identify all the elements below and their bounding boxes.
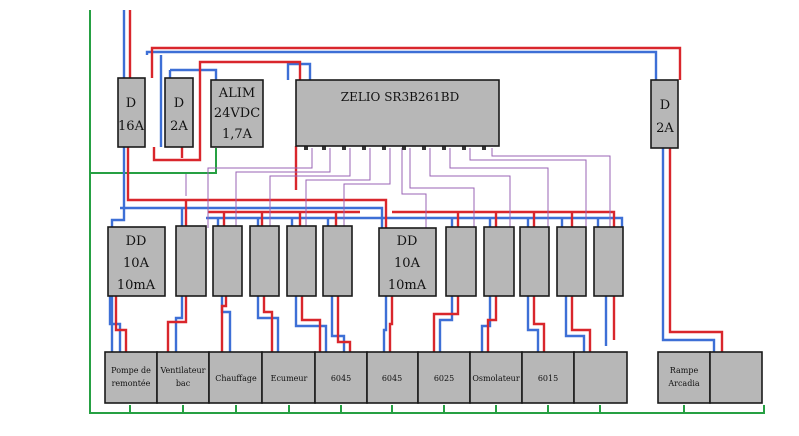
breaker-d16a: D 16A	[117, 77, 146, 148]
load-11-line1: Rampe	[670, 366, 699, 375]
relay-dd-left-line3: 10mA	[117, 278, 156, 293]
load-6: 6045	[366, 351, 419, 404]
load-11: Rampe Arcadia	[657, 351, 711, 404]
load-8: Osmolateur	[469, 351, 523, 404]
breaker-d2a-right-line1: D	[660, 98, 670, 113]
relay	[593, 226, 624, 297]
relay-dd-left: DD 10A 10mA	[107, 226, 166, 297]
relay	[322, 225, 353, 297]
relay-dd-left-line2: 10A	[123, 256, 150, 271]
load-4-line1: Ecumeur	[271, 374, 308, 383]
alim-line1: ALIM	[218, 86, 255, 101]
relay-group-right	[445, 226, 624, 297]
relay-dd-left-line1: DD	[126, 234, 147, 249]
breaker-d2a-left-line2: 2A	[170, 119, 188, 134]
control-wires	[185, 148, 611, 228]
breaker-d16a-line2: 16A	[118, 119, 145, 134]
load-1: Pompe de remontée	[104, 351, 158, 404]
load-12	[709, 351, 763, 404]
load-row: Pompe de remontée Ventilateur bac Chauff…	[104, 351, 763, 404]
load-2-line1: Ventilateur	[160, 366, 206, 375]
relay	[212, 225, 243, 297]
zelio-label: ZELIO SR3B261BD	[341, 90, 460, 104]
relay-dd-right-line1: DD	[397, 234, 418, 249]
breaker-d16a-line1: D	[126, 96, 136, 111]
zelio-terminals	[304, 145, 486, 150]
phase-wires	[114, 10, 724, 352]
load-3-line1: Chauffage	[215, 374, 257, 383]
relay	[286, 225, 317, 297]
load-8-line1: Osmolateur	[472, 374, 519, 383]
relay	[175, 225, 207, 297]
load-5-line1: 6045	[331, 374, 351, 383]
load-1-line2: remontée	[112, 379, 151, 388]
load-5: 6045	[314, 351, 368, 404]
neutral-wires	[108, 10, 716, 352]
alim-line2: 24VDC	[214, 106, 260, 121]
relay	[445, 226, 477, 297]
load-1-line1: Pompe de	[111, 366, 151, 375]
zelio-controller: ZELIO SR3B261BD	[295, 79, 500, 147]
breaker-d2a-right: D 2A	[650, 79, 679, 149]
load-9: 6015	[521, 351, 575, 404]
earth-wires	[89, 10, 765, 414]
breaker-d2a-left-line1: D	[174, 96, 184, 111]
relay	[249, 225, 280, 297]
relay-dd-right-line2: 10A	[394, 256, 421, 271]
load-3: Chauffage	[208, 351, 263, 404]
relay	[519, 226, 550, 297]
load-6-line1: 6045	[382, 374, 402, 383]
load-7-line1: 6025	[434, 374, 454, 383]
breaker-d2a-left: D 2A	[164, 77, 194, 148]
relay-dd-right-line3: 10mA	[388, 278, 427, 293]
power-supply-alim: ALIM 24VDC 1,7A	[210, 79, 264, 148]
load-4: Ecumeur	[261, 351, 316, 404]
breaker-d2a-right-line2: 2A	[656, 121, 674, 136]
load-11-line2: Arcadia	[667, 379, 700, 388]
relay-group-left	[175, 225, 353, 297]
relay	[556, 226, 587, 297]
alim-line3: 1,7A	[222, 127, 253, 142]
load-9-line1: 6015	[538, 374, 558, 383]
load-7: 6025	[417, 351, 471, 404]
relay	[483, 226, 515, 297]
load-2: Ventilateur bac	[156, 351, 210, 404]
load-10	[573, 351, 628, 404]
load-2-line2: bac	[176, 379, 191, 388]
relay-dd-right: DD 10A 10mA	[378, 227, 437, 297]
